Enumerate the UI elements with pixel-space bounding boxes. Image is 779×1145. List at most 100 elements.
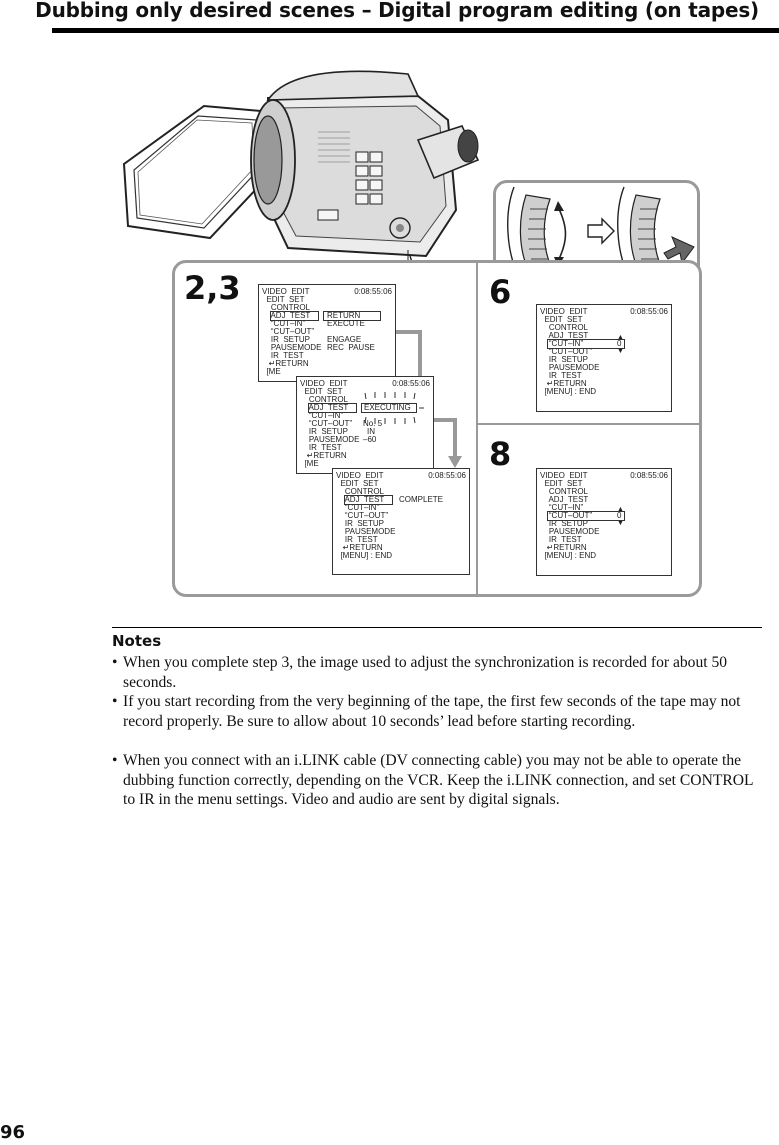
- menu-line: ↵RETURN: [540, 543, 587, 552]
- note-item: • When you connect with an i.LINK cable …: [112, 751, 763, 810]
- option-text: REC PAUSE: [327, 343, 375, 352]
- menu-screen-step2: 0:08:55:06 VIDEO EDIT EDIT SET CONTROL A…: [258, 284, 396, 382]
- executing-text: EXECUTING: [364, 403, 411, 412]
- menu-line: “CUT–IN”: [300, 411, 344, 420]
- up-arrow-icon: ▲: [617, 334, 624, 341]
- selection-box: [323, 311, 381, 321]
- menu-line: EDIT SET: [336, 479, 379, 488]
- menu-line: IR TEST: [540, 535, 582, 544]
- menu-line: EDIT SET: [540, 479, 583, 488]
- note-item: • When you complete step 3, the image us…: [112, 653, 763, 692]
- menu-line: IR SETUP: [300, 427, 349, 436]
- page-number: 96: [0, 1122, 26, 1143]
- frame-divider-horizontal: [478, 423, 700, 425]
- step-label-2-3: 2,3: [184, 269, 241, 307]
- menu-line: [ME: [262, 367, 281, 376]
- header-rule: [52, 28, 779, 33]
- menu-screen-complete: 0:08:55:06 VIDEO EDIT EDIT SET CONTROL A…: [332, 468, 470, 575]
- menu-line: VIDEO EDIT: [336, 471, 384, 480]
- timecode: 0:08:55:06: [428, 471, 466, 480]
- menu-line: PAUSEMODE: [336, 527, 396, 536]
- option-text: RETURN: [327, 311, 361, 320]
- menu-end-hint: [MENU] : END: [540, 551, 597, 560]
- selection-box: [547, 339, 625, 349]
- menu-line: PAUSEMODE: [300, 435, 360, 444]
- menu-line: EDIT SET: [262, 295, 305, 304]
- menu-line: PAUSEMODE: [262, 343, 322, 352]
- step-label-6: 6: [489, 273, 512, 311]
- menu-line: ADJ TEST: [540, 495, 589, 504]
- menu-line: ↵RETURN: [300, 451, 347, 460]
- note-text: When you complete step 3, the image used…: [123, 654, 728, 691]
- cut-number: No. 5: [363, 419, 383, 428]
- note-item: • If you start recording from the very b…: [112, 692, 763, 731]
- menu-line: CONTROL: [300, 395, 349, 404]
- adjust-value: –60: [363, 435, 377, 444]
- menu-line: IR SETUP: [262, 335, 311, 344]
- timecode: 0:08:55:06: [392, 379, 430, 388]
- menu-line: ↵RETURN: [540, 379, 587, 388]
- menu-line: PAUSEMODE: [540, 527, 600, 536]
- selection-box: [547, 511, 625, 521]
- menu-line: “CUT–IN”: [262, 319, 306, 328]
- menu-line: IR TEST: [336, 535, 378, 544]
- adjust-value: 0: [617, 339, 622, 348]
- menu-end-hint: [MENU] : END: [336, 551, 393, 560]
- notes-title: Notes: [112, 632, 162, 650]
- step-label-8: 8: [489, 435, 512, 473]
- menu-line: [ME: [300, 459, 319, 468]
- frame-divider-vertical: [476, 262, 478, 595]
- page-header: Dubbing only desired scenes – Digital pr…: [35, 0, 779, 36]
- menu-line: VIDEO EDIT: [300, 379, 348, 388]
- menu-line: CONTROL: [540, 487, 589, 496]
- menu-line: CONTROL: [540, 323, 589, 332]
- menu-line: CONTROL: [262, 303, 311, 312]
- menu-line: IR TEST: [262, 351, 304, 360]
- menu-line: IR TEST: [300, 443, 342, 452]
- cut-position: IN: [367, 427, 375, 436]
- menu-line: ↵RETURN: [262, 359, 309, 368]
- menu-line: ADJ TEST: [540, 331, 589, 340]
- selection-box: [270, 311, 319, 321]
- menu-line: IR SETUP: [540, 519, 589, 528]
- executing-box: [361, 403, 417, 413]
- selection-box: [344, 495, 393, 505]
- adjust-value: 0: [617, 511, 622, 520]
- page-title: Dubbing only desired scenes – Digital pr…: [35, 0, 759, 22]
- menu-line: VIDEO EDIT: [540, 307, 588, 316]
- menu-line-selected: ADJ TEST: [336, 495, 385, 504]
- option-text: ENGAGE: [327, 335, 362, 344]
- option-text: EXECUTE: [327, 319, 365, 328]
- menu-line-selected: ADJ TEST: [262, 311, 311, 320]
- menu-line: “CUT–OUT”: [540, 347, 592, 356]
- note-text: When you connect with an i.LINK cable (D…: [123, 752, 753, 808]
- timecode: 0:08:55:06: [630, 471, 668, 480]
- menu-line: “CUT–IN”: [336, 503, 380, 512]
- menu-line: “CUT–OUT”: [336, 511, 388, 520]
- flashing-indicator-icon: [364, 392, 424, 424]
- menu-end-hint: [MENU] : END: [540, 387, 597, 396]
- up-arrow-icon: ▲: [617, 506, 624, 513]
- menu-screen-step8: 0:08:55:06 VIDEO EDIT EDIT SET CONTROL A…: [536, 468, 672, 576]
- down-arrow-icon: ▼: [617, 348, 624, 355]
- menu-line-selected: ADJ TEST: [300, 403, 349, 412]
- menu-screen-step6: 0:08:55:06 VIDEO EDIT EDIT SET CONTROL A…: [536, 304, 672, 412]
- menu-line: VIDEO EDIT: [262, 287, 310, 296]
- dial-operation-illustration: [507, 186, 695, 280]
- instruction-figure: 2,3 6 8 0:08:55:06 VIDEO EDIT EDIT SET C…: [0, 40, 779, 620]
- menu-line: “CUT–OUT”: [262, 327, 314, 336]
- menu-line: EDIT SET: [300, 387, 343, 396]
- notes-rule: [112, 627, 762, 628]
- menu-line: CONTROL: [336, 487, 385, 496]
- menu-line: “CUT–IN”: [540, 503, 584, 512]
- menu-line: VIDEO EDIT: [540, 471, 588, 480]
- camcorder-illustration: [122, 70, 515, 290]
- menu-line: PAUSEMODE: [540, 363, 600, 372]
- bullet: •: [112, 654, 118, 671]
- menu-line: IR TEST: [540, 371, 582, 380]
- bullet: •: [112, 693, 118, 710]
- menu-line: ↵RETURN: [336, 543, 383, 552]
- timecode: 0:08:55:06: [354, 287, 392, 296]
- bullet: •: [112, 752, 118, 769]
- down-arrow-icon: ▼: [617, 520, 624, 527]
